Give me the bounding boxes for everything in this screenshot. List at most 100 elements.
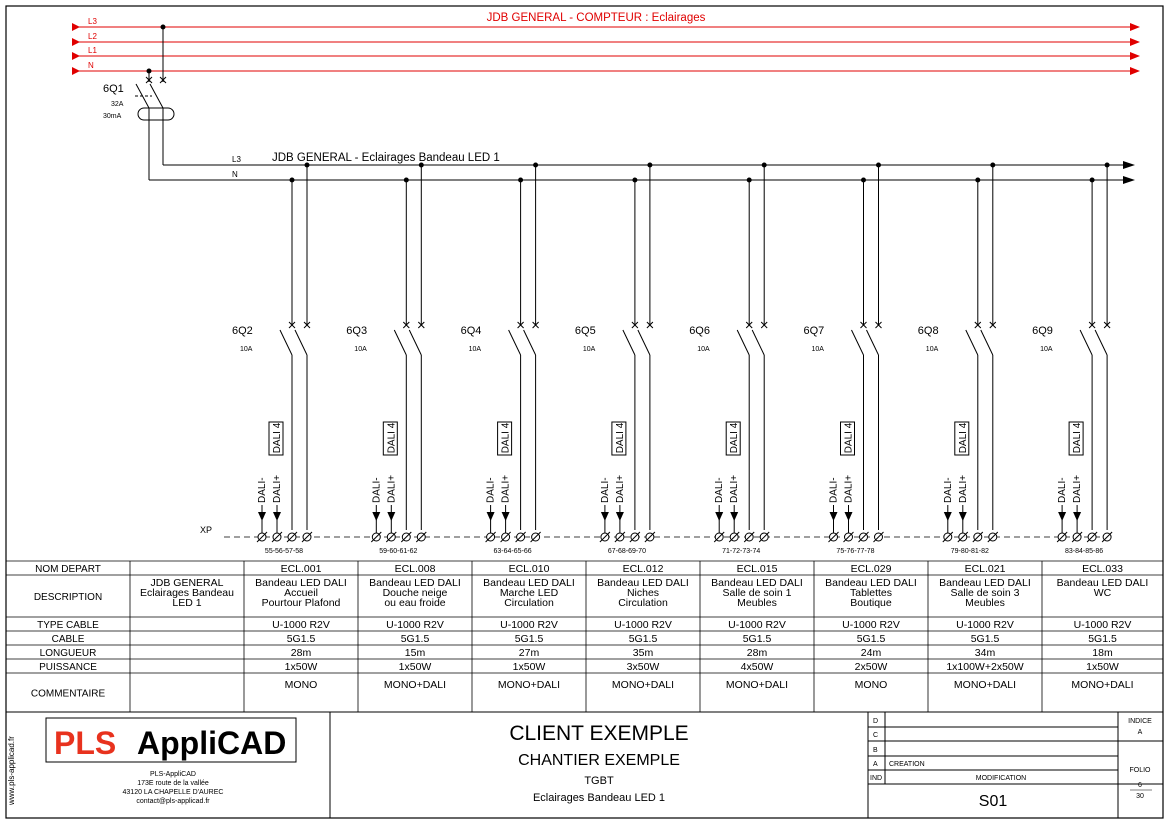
dali-minus-label: DALI- <box>714 477 725 503</box>
dali-arrow <box>730 512 739 521</box>
cell-commentaire: MONO+DALI <box>498 679 560 691</box>
breaker-id: 6Q2 <box>232 325 253 337</box>
chantier-name: CHANTIER EXEMPLE <box>518 752 680 769</box>
circuit-6Q5 <box>599 162 656 543</box>
cell-commentaire: MONO+DALI <box>384 679 446 691</box>
cell-longueur: 18m <box>1092 647 1113 659</box>
cell-longueur: 27m <box>519 647 540 659</box>
dali-box <box>611 421 627 456</box>
circuit-6Q2 <box>256 162 313 543</box>
terminal-slash <box>728 531 740 543</box>
dali-arrow <box>258 512 266 521</box>
main-breaker-sensitivity: 30mA <box>103 113 122 120</box>
terminal-slash <box>957 531 969 543</box>
circuit-6Q3 <box>370 162 427 543</box>
breaker-rating: 10A <box>354 346 367 353</box>
terminal-numbers: 63-64-65-66 <box>494 548 532 555</box>
cell-description: Niches <box>627 587 659 599</box>
sheet-id: S01 <box>979 793 1008 810</box>
breaker-id: 6Q5 <box>575 325 596 337</box>
cell-puissance: 1x100W+2x50W <box>946 661 1023 673</box>
dali-arrow <box>273 512 281 521</box>
rev-ind-d: D <box>873 718 878 725</box>
cell-nom-depart: ECL.008 <box>395 563 436 575</box>
bus-label-l2: L2 <box>88 32 97 41</box>
dali-box-label: DALI 4 <box>844 422 855 453</box>
terminal-slash <box>415 531 427 543</box>
bus-label-l3: L3 <box>88 17 97 26</box>
cell-cable: 5G1.5 <box>743 633 772 645</box>
page-title: Eclairages Bandeau LED 1 <box>533 792 665 804</box>
cell-commentaire: MONO <box>285 679 318 691</box>
contact-mark <box>760 321 768 329</box>
board-name: TGBT <box>584 775 614 787</box>
row-label: COMMENTAIRE <box>31 689 106 700</box>
contact-mark <box>517 321 524 329</box>
contact-mark <box>875 321 882 329</box>
sub-bus-l3-arrow <box>1123 161 1135 169</box>
indice-value: A <box>1138 729 1143 736</box>
terminal-numbers: 67-68-69-70 <box>608 548 646 555</box>
dali-box <box>954 421 970 456</box>
company-line-1: PLS-AppliCAD <box>150 771 196 778</box>
dali-arrow <box>1073 512 1082 521</box>
cell-description: Circulation <box>504 597 554 609</box>
dali-minus-label: DALI- <box>943 477 954 503</box>
cell-description: Marche LED <box>500 587 559 599</box>
terminal-slash <box>614 531 626 543</box>
dali-box <box>382 421 398 456</box>
dali-minus-label: DALI- <box>829 477 840 503</box>
main-breaker-id: 6Q1 <box>103 83 124 95</box>
dali-arrow <box>486 512 495 521</box>
row-label: CABLE <box>52 634 85 645</box>
cell-cable: 5G1.5 <box>515 633 544 645</box>
terminal-slash <box>828 531 839 543</box>
cell-cable: 5G1.5 <box>401 633 430 645</box>
circuit-6Q7 <box>828 162 884 543</box>
dali-arrow <box>844 512 853 521</box>
terminal-slash <box>713 531 725 543</box>
contact-mark <box>1088 321 1096 329</box>
terminal-numbers: 79-80-81-82 <box>951 548 989 555</box>
breaker-blade <box>851 329 864 356</box>
terminal-slash <box>972 531 984 543</box>
cell-description: Tablettes <box>850 587 892 599</box>
cell-description: Bandeau LED DALI <box>711 577 803 589</box>
cell-cable: 5G1.5 <box>1088 633 1117 645</box>
breaker-blade <box>408 329 422 356</box>
dali-arrow <box>715 512 724 521</box>
breaker-blade <box>508 329 522 356</box>
dali-plus-label: DALI+ <box>844 475 855 503</box>
terminal-slash <box>286 531 298 543</box>
terminal-numbers: 83-84-85-86 <box>1065 548 1103 555</box>
dali-arrow <box>829 512 838 521</box>
contact-mark <box>989 321 997 329</box>
terminal-slash <box>743 531 755 543</box>
breaker-blade <box>279 329 293 356</box>
circuit-6Q9 <box>1056 162 1113 543</box>
company-line-4: contact@pls-applicad.fr <box>136 798 210 805</box>
terminal-slash <box>1101 531 1113 543</box>
terminal-slash <box>385 531 397 543</box>
cell-nom-depart: ECL.001 <box>281 563 322 575</box>
breaker-blade <box>1079 329 1093 356</box>
breaker-id: 6Q8 <box>918 325 939 337</box>
breaker-rating: 10A <box>469 346 482 353</box>
cell-puissance: 4x50W <box>741 661 774 673</box>
cell-commentaire: MONO <box>855 679 888 691</box>
header-title: JDB GENERAL - COMPTEUR : Eclairages <box>487 12 706 24</box>
modification-header: MODIFICATION <box>976 775 1026 782</box>
dali-plus-label: DALI+ <box>615 475 626 503</box>
sub-bus-label-n: N <box>232 170 238 179</box>
breaker-blade <box>965 329 979 356</box>
dali-arrow <box>387 512 396 521</box>
dali-plus-label: DALI+ <box>1072 475 1083 503</box>
cell-description: Bandeau LED DALI <box>255 577 347 589</box>
terminal-slash <box>515 531 526 543</box>
breaker-rating: 10A <box>583 346 596 353</box>
terminal-numbers: 59-60-61-62 <box>379 548 417 555</box>
terminal-slash <box>1071 531 1083 543</box>
dali-plus-label: DALI+ <box>386 475 397 503</box>
